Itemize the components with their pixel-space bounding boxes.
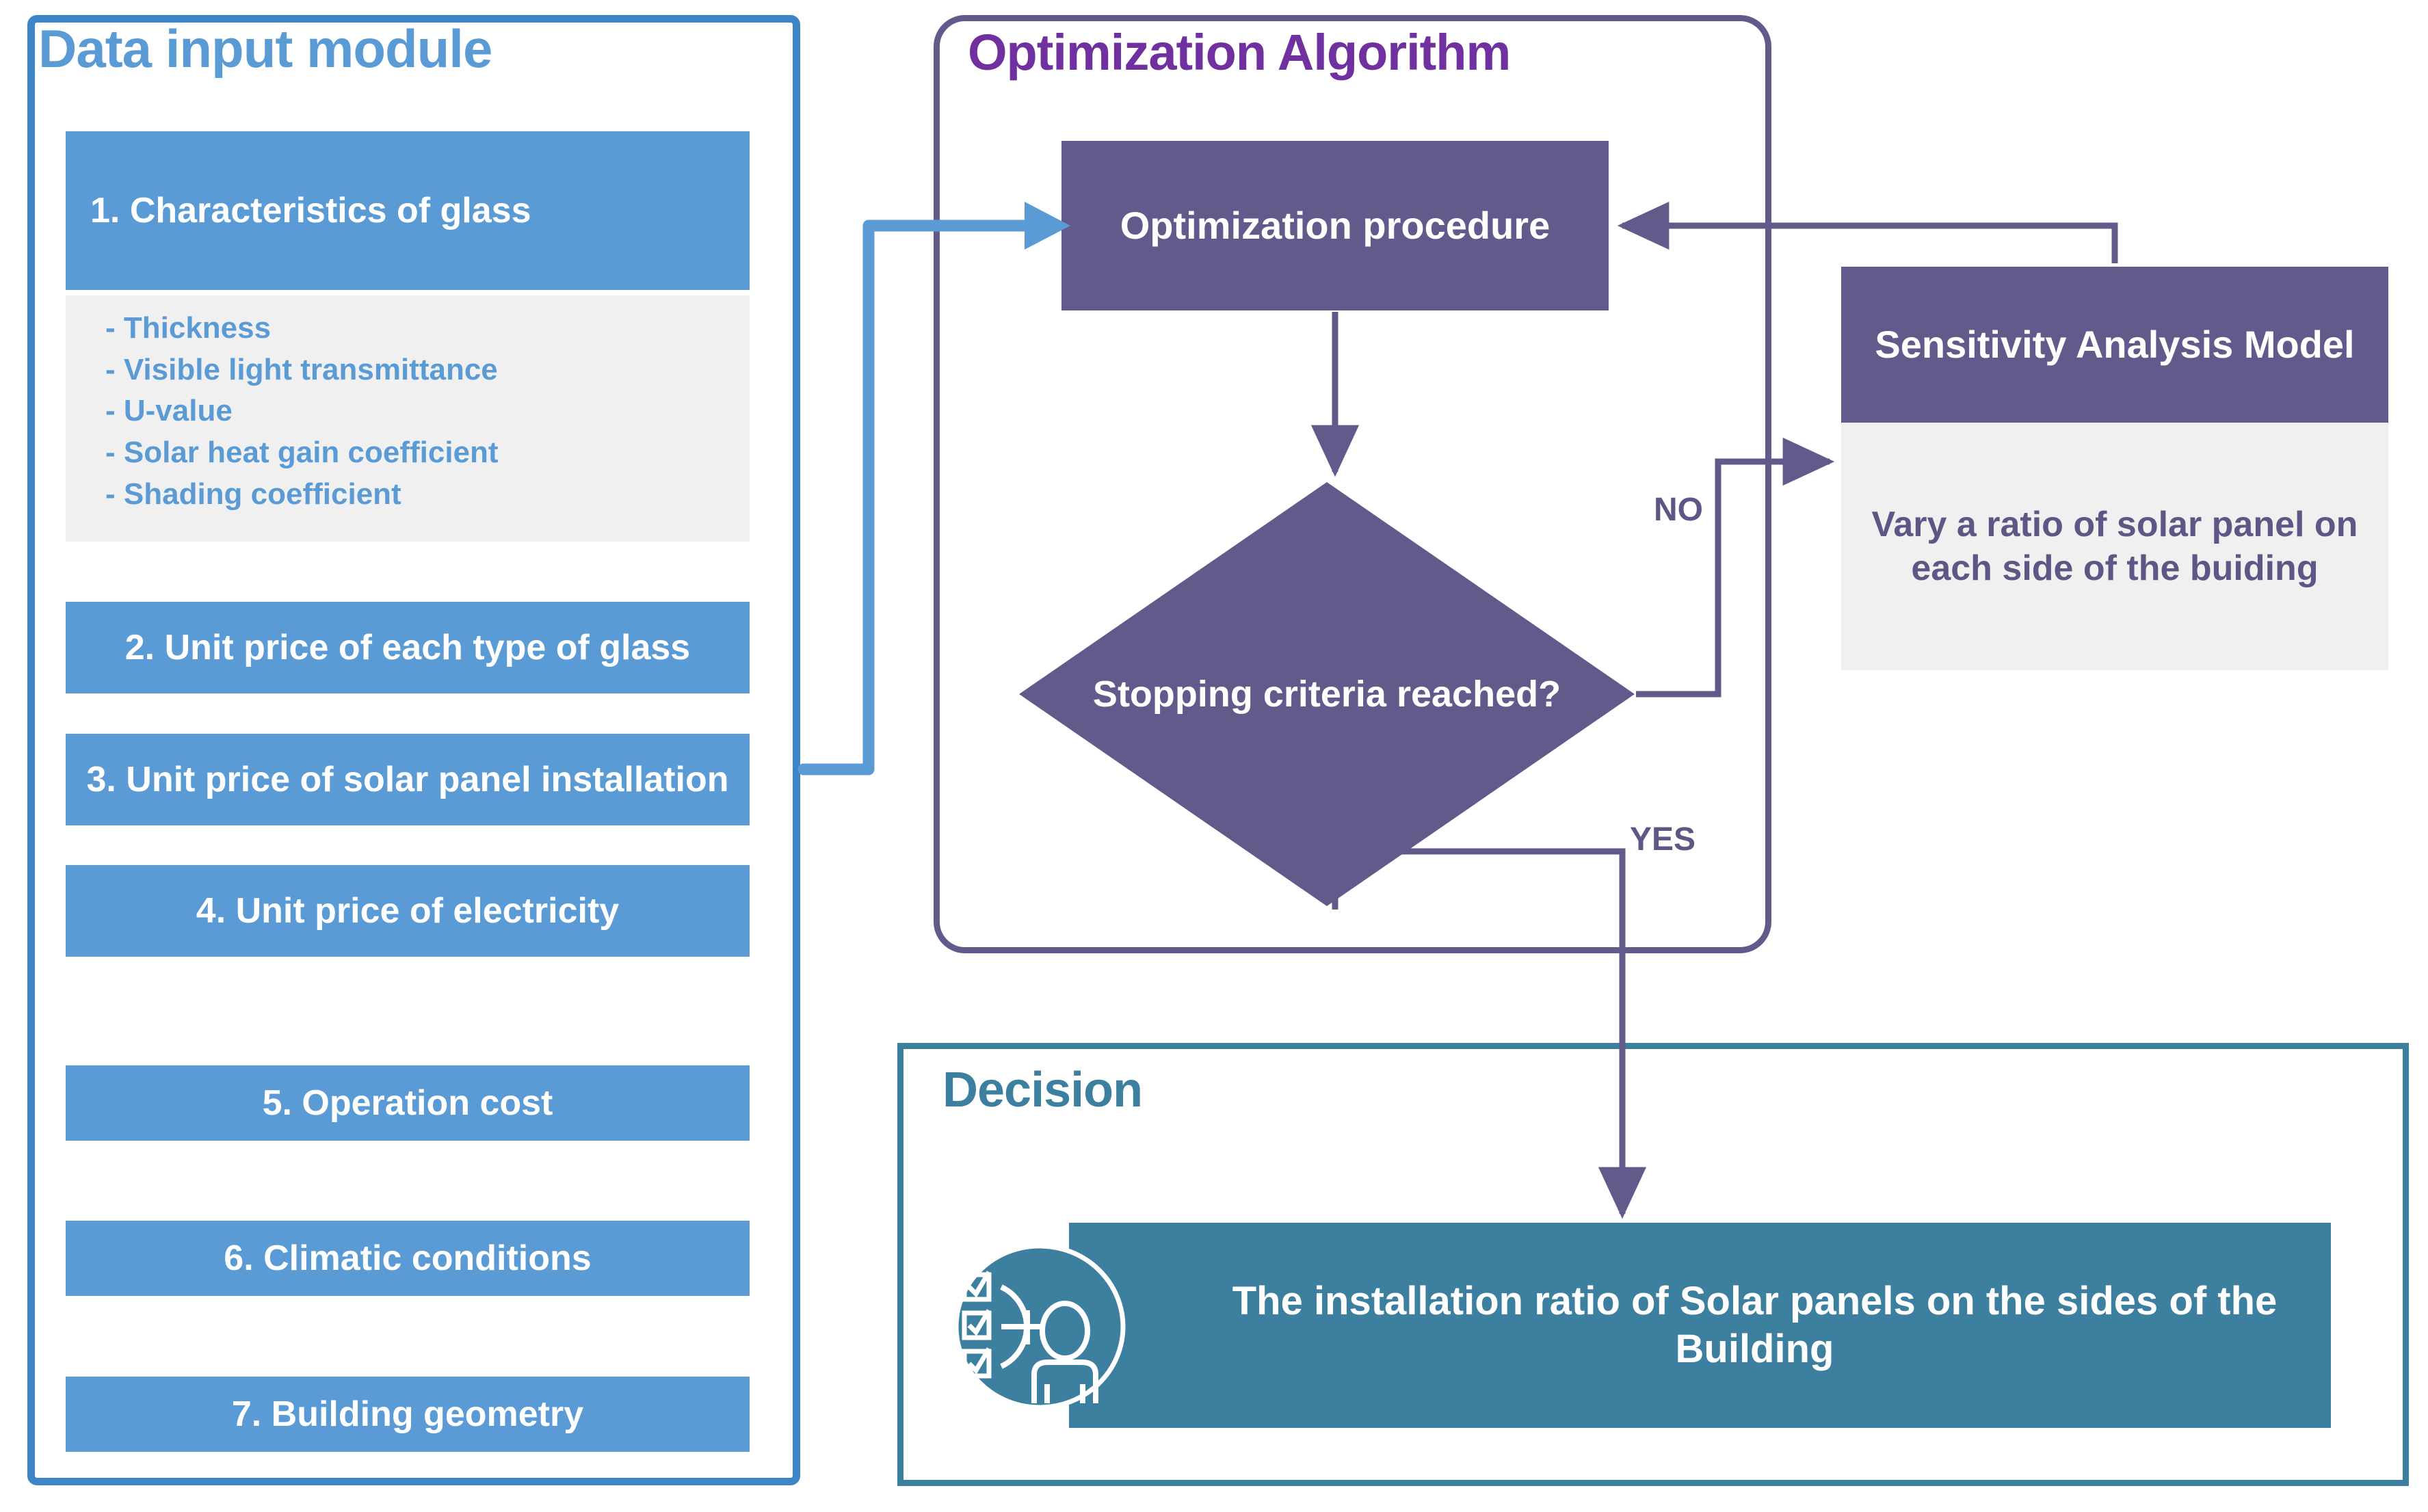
sensitivity-analysis-card: Sensitivity Analysis Model Vary a ratio … [1841, 267, 2388, 670]
glass-property-u-value: - U-value [105, 394, 233, 428]
data-input-item-3[interactable]: 3. Unit price of solar panel installatio… [66, 734, 750, 825]
edge-label-yes: YES [1630, 821, 1696, 858]
optimization-algorithm-title: Optimization Algorithm [968, 24, 1511, 81]
data-input-item-6[interactable]: 6. Climatic conditions [66, 1221, 750, 1296]
decision-result-box: The installation ratio of Solar panels o… [1069, 1223, 2331, 1428]
glass-properties-list: - Thickness - Visible light transmittanc… [66, 295, 750, 542]
data-input-item-5[interactable]: 5. Operation cost [66, 1065, 750, 1141]
data-input-item-1[interactable]: 1. Characteristics of glass [66, 131, 750, 290]
stopping-criteria-decision-node[interactable]: Stopping criteria reached? [1019, 482, 1635, 906]
sensitivity-analysis-header: Sensitivity Analysis Model [1841, 267, 2388, 423]
optimization-procedure-box[interactable]: Optimization procedure [1061, 141, 1609, 310]
data-input-item-4[interactable]: 4. Unit price of electricity [66, 865, 750, 957]
glass-property-shading-coefficient: - Shading coefficient [105, 477, 401, 511]
data-input-item-2[interactable]: 2. Unit price of each type of glass [66, 602, 750, 693]
glass-property-solar-heat-gain-coefficient: - Solar heat gain coefficient [105, 436, 499, 470]
glass-property-visible-light-transmittance: - Visible light transmittance [105, 352, 498, 386]
edge-label-no: NO [1654, 492, 1703, 528]
checklist-person-icon [951, 1243, 1129, 1410]
data-input-item-7[interactable]: 7. Building geometry [66, 1377, 750, 1452]
stopping-criteria-label: Stopping criteria reached? [1092, 673, 1561, 715]
glass-property-thickness: - Thickness [105, 311, 272, 345]
data-input-module-title: Data input module [38, 18, 492, 79]
sensitivity-analysis-body: Vary a ratio of solar panel on each side… [1841, 423, 2388, 670]
decision-title: Decision [942, 1063, 1143, 1117]
